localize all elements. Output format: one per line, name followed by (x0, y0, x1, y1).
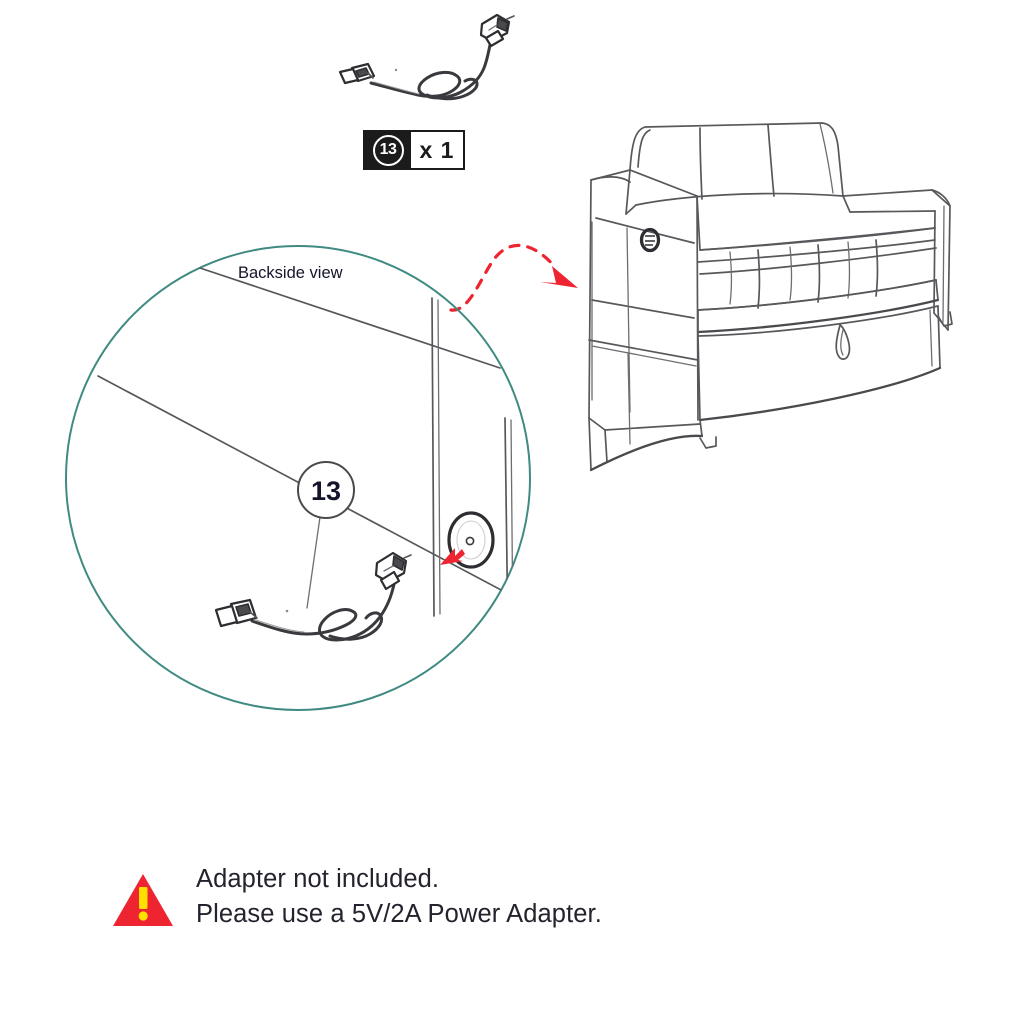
warning-triangle-icon (113, 874, 173, 926)
port-pointer-arrow (440, 548, 465, 565)
detail-circle-outline (65, 245, 531, 711)
barrel-plug-icon (479, 13, 515, 48)
cable-detail-drawing (214, 551, 412, 642)
callout-leader-line (306, 516, 321, 609)
warning-line-1: Adapter not included. (196, 865, 440, 893)
usb-a-connector-icon (338, 62, 376, 85)
sleeper-loveseat-drawing (588, 122, 953, 472)
callout-13: 13 (297, 461, 355, 519)
part-quantity-label: x 1 (419, 136, 455, 163)
part-count-label: 13 x 1 (363, 130, 465, 170)
barrel-plug-detail-icon (374, 551, 412, 591)
part-number-cell: 13 (365, 132, 411, 168)
detail-contents (97, 267, 521, 642)
usb-a-connector-detail-icon (214, 598, 258, 628)
backside-view-label: Backside view (238, 264, 343, 282)
warning-notice: Adapter not included. Please use a 5V/2A… (112, 862, 602, 931)
part-number-badge: 13 (372, 134, 404, 166)
warning-line-2: Please use a 5V/2A Power Adapter. (196, 899, 602, 928)
callout-13-label: 13 (311, 476, 341, 506)
warning-text-block: Adapter not included. Please use a 5V/2A… (196, 862, 602, 931)
cable-top-drawing (338, 13, 515, 101)
usb-port-icon (639, 227, 661, 253)
pull-strap-icon (835, 324, 851, 360)
